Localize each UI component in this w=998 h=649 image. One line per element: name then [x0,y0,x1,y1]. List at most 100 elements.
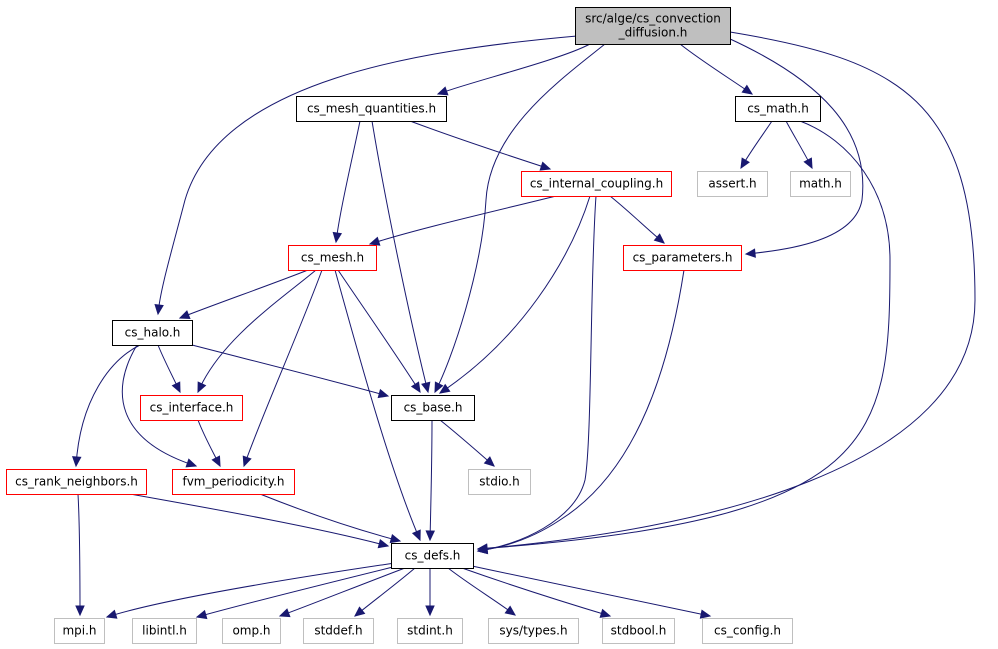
node-label: cs_config.h [714,624,781,638]
node-label: fvm_periodicity.h [182,475,284,489]
edge-root-to-base [434,43,606,394]
arrowhead [368,236,381,246]
arrowhead [438,383,451,394]
edge-rank_neighbors-to-defs [129,493,390,549]
edge-line [439,195,591,394]
edge-line [129,493,389,547]
node-label: stdio.h [479,475,519,489]
node-label: cs_mesh.h [301,251,364,265]
node-box [735,96,821,122]
node-label: cs_interface.h [150,401,234,415]
arrowhead [421,381,431,394]
node-parameters[interactable]: cs_parameters.h [623,245,742,271]
edge-mesh-to-periodicity [242,269,323,468]
edge-line [197,269,317,393]
arrowhead [699,609,712,619]
node-box [140,395,243,421]
node-box [288,245,377,271]
node-interface[interactable]: cs_interface.h [140,395,243,421]
node-box [697,171,768,197]
arrowhead [195,609,208,620]
edge-internal_coupling-to-base [438,195,591,394]
edge-line [191,344,389,397]
edge-line [196,565,398,618]
edge-line [477,195,597,552]
edge-line [334,269,421,541]
node-mpi: mpi.h [54,618,105,644]
arrowhead [185,458,198,468]
edge-line [727,37,864,255]
node-label: cs_halo.h [125,326,181,340]
node-label: libintl.h [142,624,187,638]
edge-defs-to-config [471,565,712,619]
arrowhead [483,456,495,467]
node-internal_coupling[interactable]: cs_internal_coupling.h [521,171,672,197]
edge-line [477,31,976,550]
edge-halo-to-periodicity [121,344,198,468]
arrowhead [278,608,291,618]
edge-line [679,43,753,95]
arrowhead [72,456,82,468]
node-label: cs_mesh_quantities.h [307,102,436,116]
node-mesh_quantities[interactable]: cs_mesh_quantities.h [296,96,447,122]
node-label: mpi.h [62,624,96,638]
edge-root-to-defs [476,31,976,553]
edge-root-to-mesh_quantities [436,43,591,96]
edge-mesh-to-defs [334,269,421,542]
arrowhead [476,544,489,555]
edge-defs-to-stdint [425,568,435,617]
edge-line [437,43,591,95]
edge-internal_coupling-to-parameters [609,195,665,244]
node-stdbool: stdbool.h [602,618,675,644]
node-label: stdbool.h [611,624,667,638]
node-base[interactable]: cs_base.h [391,395,475,421]
arrowhead [410,381,421,394]
edge-line [434,43,606,393]
edge-line [179,269,309,319]
edge-line [477,269,685,552]
node-rank_neighbors[interactable]: cs_rank_neighbors.h [6,469,147,495]
node-box [222,618,281,644]
node-omp: omp.h [222,618,281,644]
node-defs[interactable]: cs_defs.h [391,543,474,569]
edge-parameters-to-defs [476,269,685,555]
node-label: cs_rank_neighbors.h [15,475,138,489]
edge-defs-to-systypes [447,567,516,616]
node-label: stdint.h [407,624,453,638]
edge-mesh-to-interface [197,269,317,394]
node-mesh[interactable]: cs_mesh.h [288,245,377,271]
node-label: math.h [799,177,842,191]
edge-internal_coupling-to-mesh [368,195,557,246]
arrowhead [434,381,444,394]
arrowhead [436,86,449,96]
edge-periodicity-to-defs [259,493,402,544]
node-box [468,469,531,495]
node-label: sys/types.h [499,624,567,638]
node-label: cs_math.h [747,102,809,116]
edge-defs-to-omp [278,567,406,618]
node-math[interactable]: cs_math.h [735,96,821,122]
edge-line [279,567,406,617]
edge-line [243,269,323,467]
edge-line [369,195,557,245]
edge-mesh_quantities-to-mesh [332,120,361,244]
edge-halo-to-interface [157,344,181,394]
edge-line [259,493,401,542]
nodes: src/alge/cs_convection_diffusion.h cs_mes… [6,7,851,644]
edge-line [409,120,551,170]
edge-math-to-mathh [785,120,813,170]
node-periodicity[interactable]: fvm_periodicity.h [172,469,295,495]
arrowhead [105,609,118,619]
edge-interface-to-periodicity [197,419,221,468]
edge-defs-to-libintl [195,565,398,620]
edge-mesh_quantities-to-base [371,120,431,394]
arrowhead [171,381,181,394]
node-root[interactable]: src/alge/cs_convection_diffusion.h [575,7,731,45]
node-box [391,543,474,569]
node-halo[interactable]: cs_halo.h [112,320,193,346]
arrowhead [741,84,754,95]
edge-root-to-math [679,43,754,95]
edge-root-to-halo [154,35,578,316]
node-box [397,618,463,644]
arrowhead [389,533,402,544]
